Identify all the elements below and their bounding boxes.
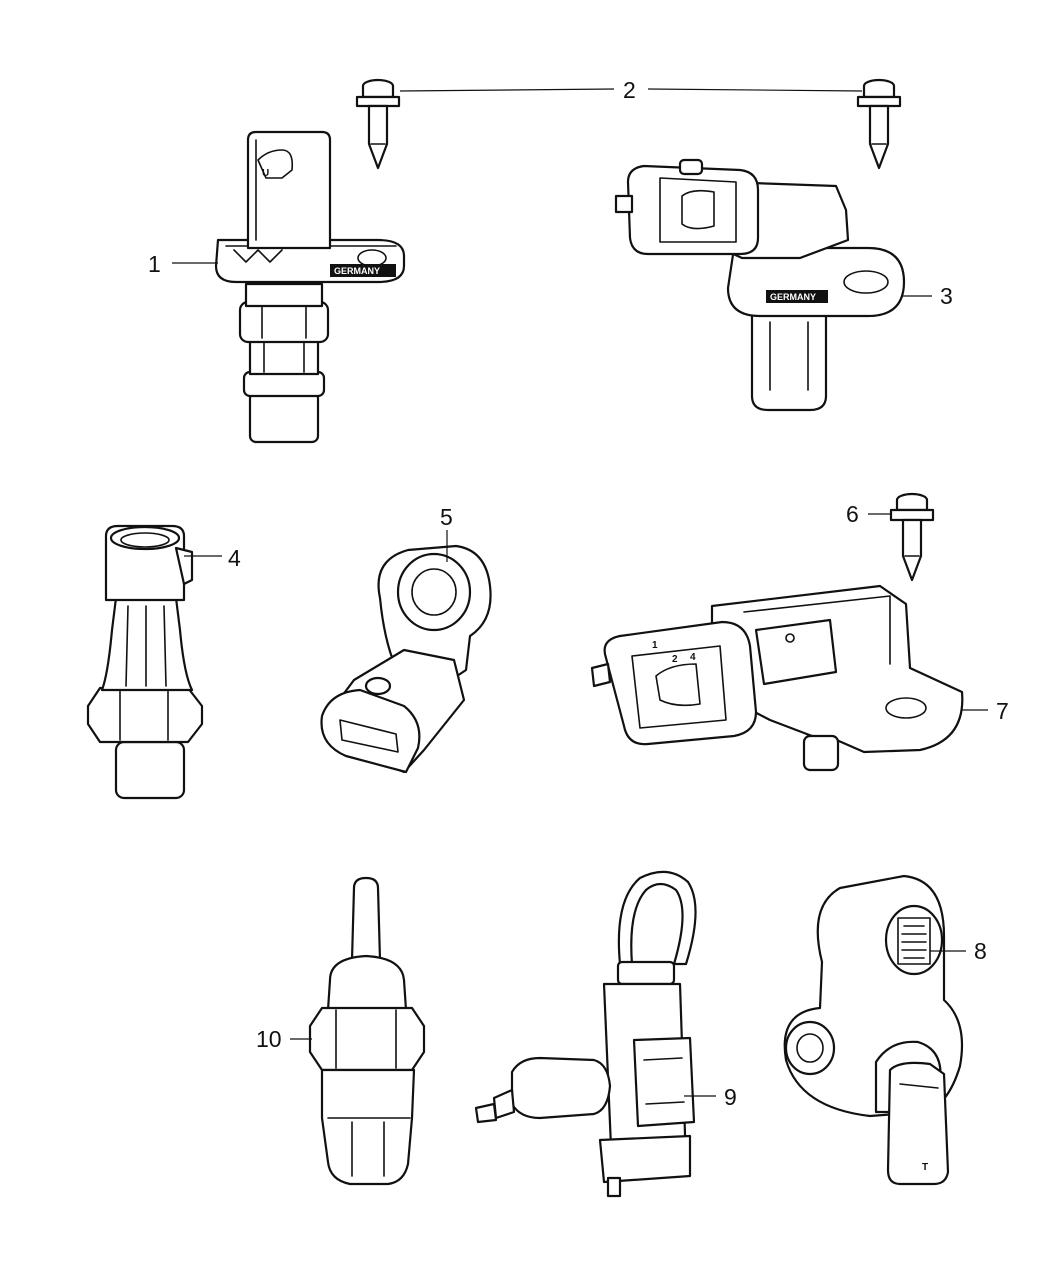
stamp-part-1: GERMANY	[334, 266, 380, 276]
pin-label-1: 1	[652, 640, 658, 651]
sensor-part-1: GERMANY U	[214, 130, 406, 444]
callout-5: 5	[440, 504, 453, 530]
sensor-part-10	[308, 876, 426, 1186]
sensor-part-3: GERMANY	[614, 158, 906, 412]
leader-2-right	[647, 88, 863, 92]
callout-3: 3	[940, 283, 953, 309]
callout-4: 4	[228, 545, 241, 571]
callout-9: 9	[724, 1084, 737, 1110]
callout-10: 10	[256, 1026, 282, 1052]
callout-8: 8	[974, 938, 987, 964]
sensor-part-4	[86, 524, 204, 800]
callout-6: 6	[846, 501, 859, 527]
sensor-part-8: T	[783, 874, 964, 1186]
sensor-part-5	[320, 544, 492, 774]
svg-text:U: U	[262, 168, 269, 179]
sensor-part-9	[474, 870, 697, 1198]
bolt-left	[355, 78, 401, 170]
callout-1: 1	[148, 251, 161, 277]
callout-2: 2	[623, 77, 636, 103]
pin-label-2: 2	[672, 654, 678, 665]
pin-label-4: 4	[690, 652, 696, 663]
svg-text:T: T	[922, 1162, 928, 1173]
callout-7: 7	[996, 698, 1009, 724]
bolt-right	[856, 78, 902, 170]
sensor-part-7: 1 2 4	[590, 584, 964, 772]
leader-2-left	[399, 88, 615, 92]
bolt-part-6	[889, 492, 935, 582]
stamp-part-3: GERMANY	[770, 292, 816, 302]
